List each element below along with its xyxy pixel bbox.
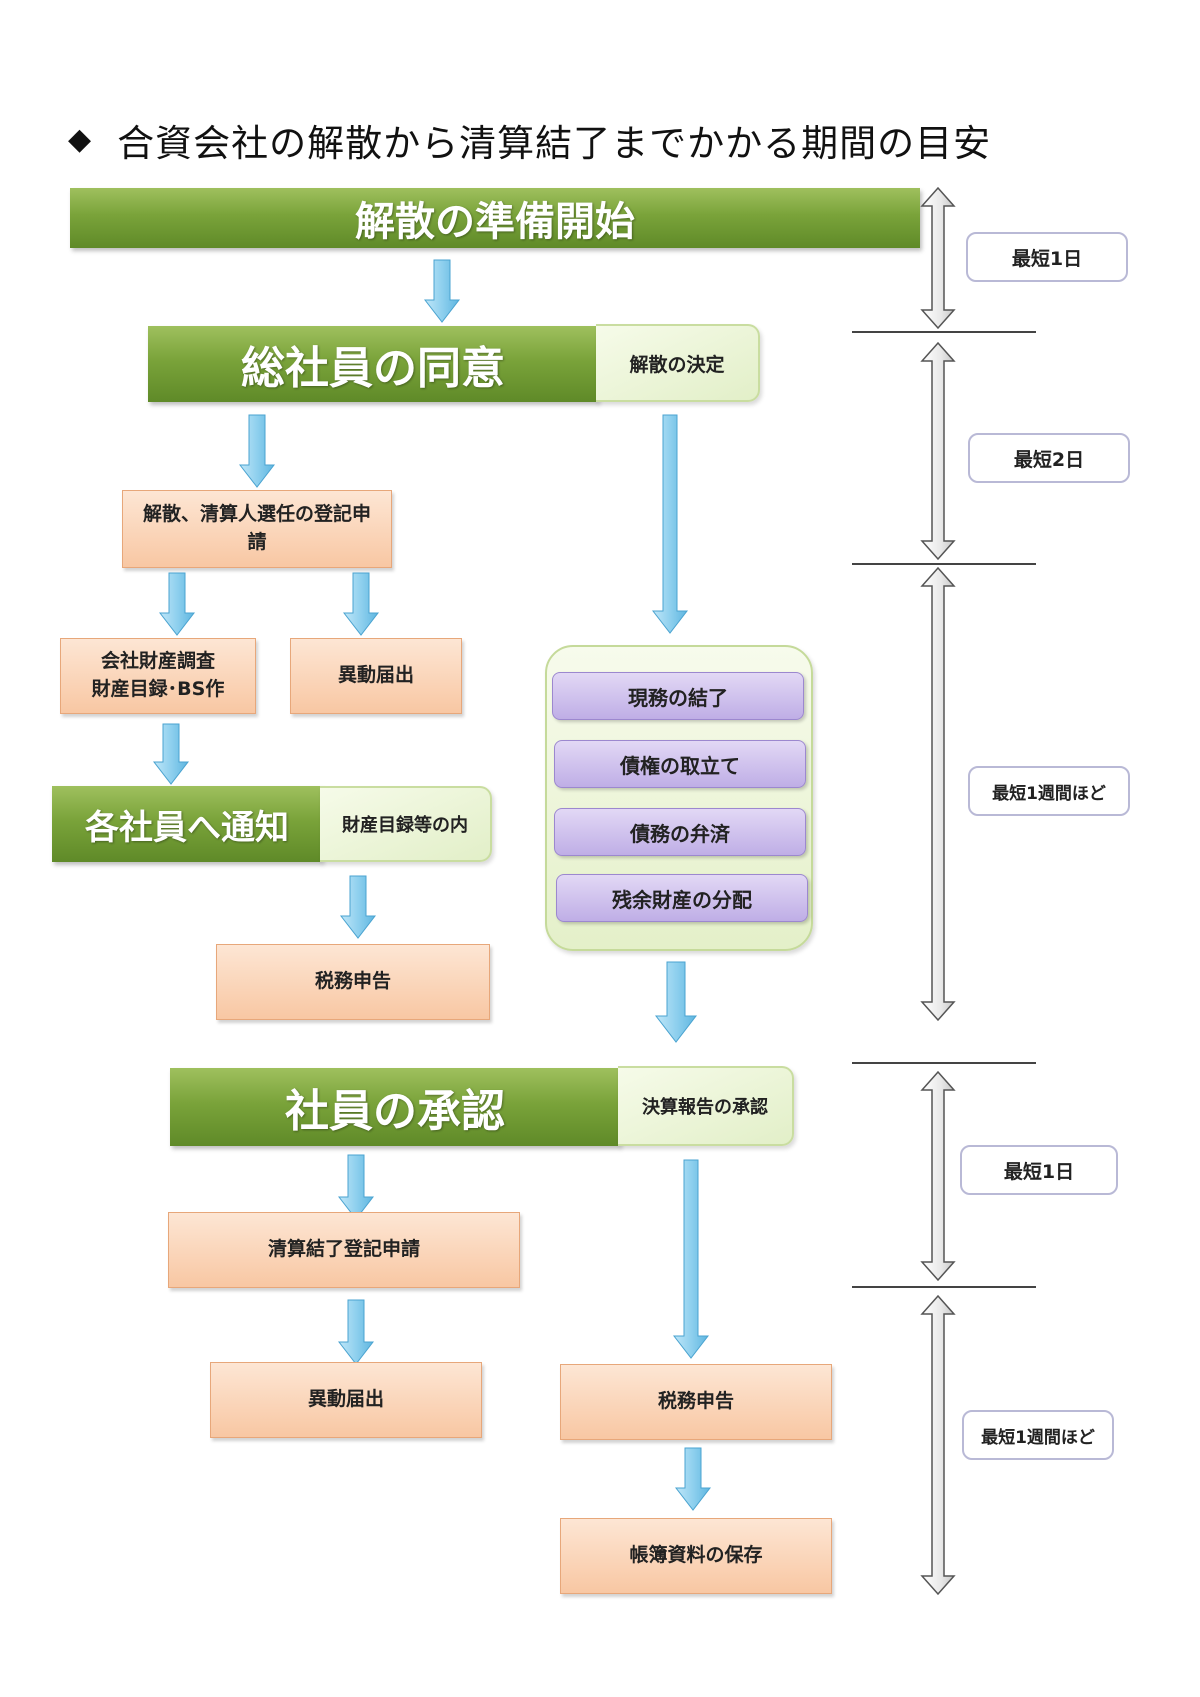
double-arrow-icon — [920, 1070, 956, 1282]
double-arrow-icon — [920, 341, 956, 561]
task-collect-receivables: 債権の取立て — [554, 740, 806, 788]
step-change-notice-2: 異動届出 — [210, 1362, 482, 1438]
page-title: ◆ 合資会社の解散から清算結了までかかる期間の目安 — [68, 108, 991, 172]
step-registration-text: 解散、清算人選任の登記申請 — [142, 503, 371, 553]
duration-label: 最短1週間ほど — [968, 766, 1130, 816]
timeline-separator — [852, 1062, 1036, 1064]
step-start: 解散の準備開始 — [70, 188, 920, 248]
step-approval: 社員の承認 — [170, 1068, 620, 1146]
step-consent: 総社員の同意 — [148, 326, 598, 402]
step-book-storage: 帳簿資料の保存 — [560, 1518, 832, 1594]
flow-arrow — [651, 414, 689, 634]
step-registration: 解散、清算人選任の登記申請 — [122, 490, 392, 568]
task-repay-debts: 債務の弁済 — [554, 808, 806, 856]
task-current-business: 現務の結了 — [552, 672, 804, 720]
flow-arrow — [152, 723, 190, 785]
timeline-separator — [852, 1286, 1036, 1288]
task-distribute-assets: 残余財産の分配 — [556, 874, 808, 922]
timeline-separator — [852, 331, 1036, 333]
step-asset-survey-line1: 会社財産調査 — [100, 650, 215, 673]
duration-label: 最短2日 — [968, 433, 1130, 483]
flow-arrow — [339, 875, 377, 939]
flow-arrow — [337, 1154, 375, 1220]
title-text: 合資会社の解散から清算結了までかかる期間の目安 — [117, 122, 992, 165]
step-tax-return-1: 税務申告 — [216, 944, 490, 1020]
step-approval-note: 決算報告の承認 — [618, 1066, 794, 1146]
flow-arrow — [342, 572, 380, 636]
double-arrow-icon — [920, 1294, 956, 1596]
duration-label: 最短1日 — [966, 232, 1128, 282]
duration-label: 最短1週間ほど — [962, 1410, 1114, 1460]
double-arrow-icon — [920, 186, 956, 330]
step-tax-return-2: 税務申告 — [560, 1364, 832, 1440]
flow-arrow — [672, 1159, 710, 1359]
step-notify-note: 財産目録等の内 — [320, 786, 492, 862]
step-asset-survey-line2: 財産目録･BS作 — [91, 678, 225, 700]
step-consent-note: 解散の決定 — [596, 324, 760, 402]
step-notify: 各社員へ通知 — [52, 786, 322, 862]
flow-arrow — [674, 1447, 712, 1511]
flow-arrow — [654, 961, 698, 1043]
step-asset-survey: 会社財産調査 財産目録･BS作 — [60, 638, 256, 714]
flow-arrow — [238, 414, 276, 488]
flow-arrow — [423, 259, 461, 323]
double-arrow-icon — [920, 566, 956, 1022]
diamond-bullet-icon: ◆ — [68, 122, 92, 157]
flow-arrow — [337, 1299, 375, 1365]
flow-arrow — [158, 572, 196, 636]
step-completion-registration: 清算結了登記申請 — [168, 1212, 520, 1288]
step-change-notice-1: 異動届出 — [290, 638, 462, 714]
duration-label: 最短1日 — [960, 1145, 1118, 1195]
timeline-separator — [852, 563, 1036, 565]
